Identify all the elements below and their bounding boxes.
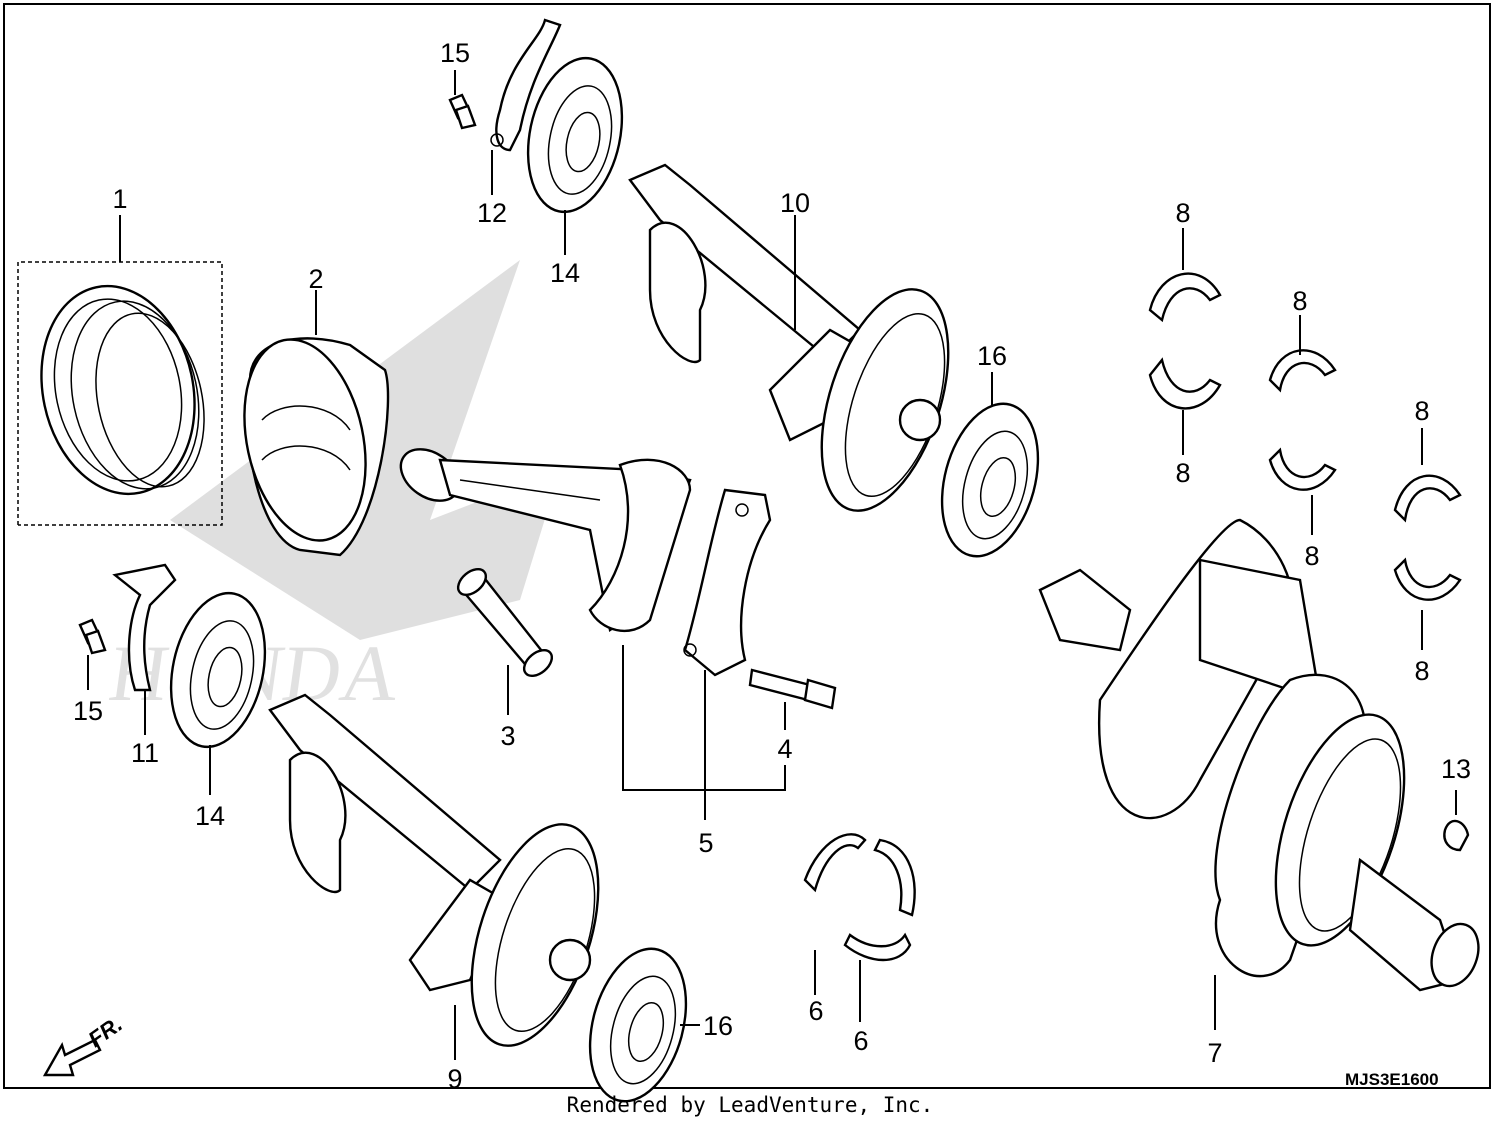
callout-13: 13 xyxy=(1441,754,1471,784)
bearing-16-bottom xyxy=(588,947,700,1103)
callout-12: 12 xyxy=(477,198,507,228)
callout-8c: 8 xyxy=(1292,286,1307,316)
setting-plate-top xyxy=(490,18,562,195)
bolt-bottom xyxy=(78,618,107,690)
rod-cap xyxy=(683,488,772,677)
callout-labels: 1 2 3 4 5 6 6 7 8 8 8 8 8 8 9 10 11 12 1… xyxy=(73,38,1471,1094)
callout-6a: 6 xyxy=(808,996,823,1026)
callout-7: 7 xyxy=(1207,1038,1222,1068)
piston xyxy=(243,290,390,557)
render-credit: Rendered by LeadVenture, Inc. xyxy=(566,1093,934,1117)
main-bearing-shells xyxy=(1148,228,1462,650)
balancer-shaft-top xyxy=(628,163,950,512)
callout-8e: 8 xyxy=(1414,396,1429,426)
bearing-bottom xyxy=(169,591,267,795)
bearing-top xyxy=(526,56,624,255)
bearing-16-top xyxy=(940,372,1040,558)
callout-15b: 15 xyxy=(73,696,103,726)
callout-8f: 8 xyxy=(1414,656,1429,686)
callout-5: 5 xyxy=(698,828,713,858)
callout-14b: 14 xyxy=(195,801,225,831)
piston-ring-set xyxy=(17,215,223,526)
bolt-top xyxy=(448,70,477,130)
callout-15a: 15 xyxy=(440,38,470,68)
callout-10: 10 xyxy=(780,188,810,218)
rod-bolt xyxy=(748,668,837,730)
callout-16b: 16 xyxy=(703,1011,733,1041)
callout-2: 2 xyxy=(308,264,323,294)
callout-11: 11 xyxy=(131,738,159,768)
callout-1: 1 xyxy=(112,184,127,214)
callout-16a: 16 xyxy=(977,341,1007,371)
callout-6b: 6 xyxy=(853,1026,868,1056)
callout-4: 4 xyxy=(777,734,792,764)
crankshaft xyxy=(1038,518,1480,1030)
callout-3: 3 xyxy=(500,721,515,751)
drawing-code: MJS3E1600 xyxy=(1345,1070,1439,1089)
callout-14a: 14 xyxy=(550,258,580,288)
setting-plate-bottom xyxy=(112,563,177,735)
diagram-frame xyxy=(3,3,1491,1089)
callout-9: 9 xyxy=(447,1064,462,1094)
piston-pin xyxy=(456,567,554,715)
callout-8b: 8 xyxy=(1175,458,1190,488)
woodruff-key xyxy=(1443,790,1470,852)
front-direction-arrow: FR. xyxy=(42,1011,127,1077)
connecting-rod xyxy=(399,448,692,633)
callout-8d: 8 xyxy=(1304,541,1319,571)
callout-8a: 8 xyxy=(1175,198,1190,228)
rod-bearing-shells xyxy=(803,833,916,1022)
balancer-shaft-bottom xyxy=(268,693,600,1060)
